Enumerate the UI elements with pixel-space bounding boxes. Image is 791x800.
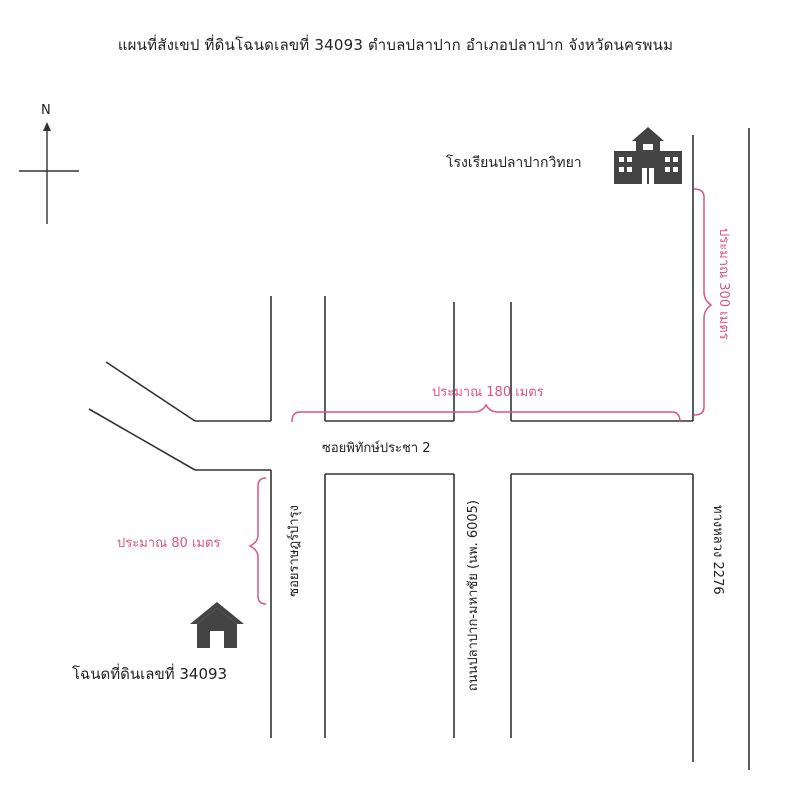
road-diagonal-upper	[105, 361, 196, 422]
highway-label: ทางหลวง 2276	[710, 505, 725, 595]
house-icon	[190, 602, 244, 648]
school-building-icon	[614, 127, 682, 184]
distance-180-label: ประมาณ 180 เมตร	[432, 385, 544, 400]
dimension-brackets	[248, 188, 713, 605]
soi-phithak-label: ซอยพิทักษ์ประชา 2	[322, 441, 431, 456]
bracket-180	[291, 403, 681, 423]
bracket-300	[693, 188, 713, 416]
bracket-80	[248, 477, 267, 605]
compass-north-label: N	[41, 103, 51, 118]
north-arrow-icon	[43, 122, 51, 131]
school-label: โรงเรียนปลาปากวิทยา	[446, 155, 582, 171]
roads	[88, 128, 750, 770]
distance-80-label: ประมาณ 80 เมตร	[117, 536, 221, 551]
compass	[19, 122, 79, 224]
soi-left-label: ซอยราษฎร์บำรุง	[287, 505, 302, 597]
map-title: แผนที่สังเขป ที่ดินโฉนดเลขที่ 34093 ตำบล…	[117, 36, 674, 54]
deed-label: โฉนดที่ดินเลขที่ 34093	[72, 665, 228, 683]
thanon-label: ถนนปลาปาก-มหาชัย (นพ. 6005)	[466, 500, 481, 692]
distance-300-label: ประมาณ 300 เมตร	[716, 228, 731, 340]
road-diagonal-lower	[88, 408, 196, 471]
